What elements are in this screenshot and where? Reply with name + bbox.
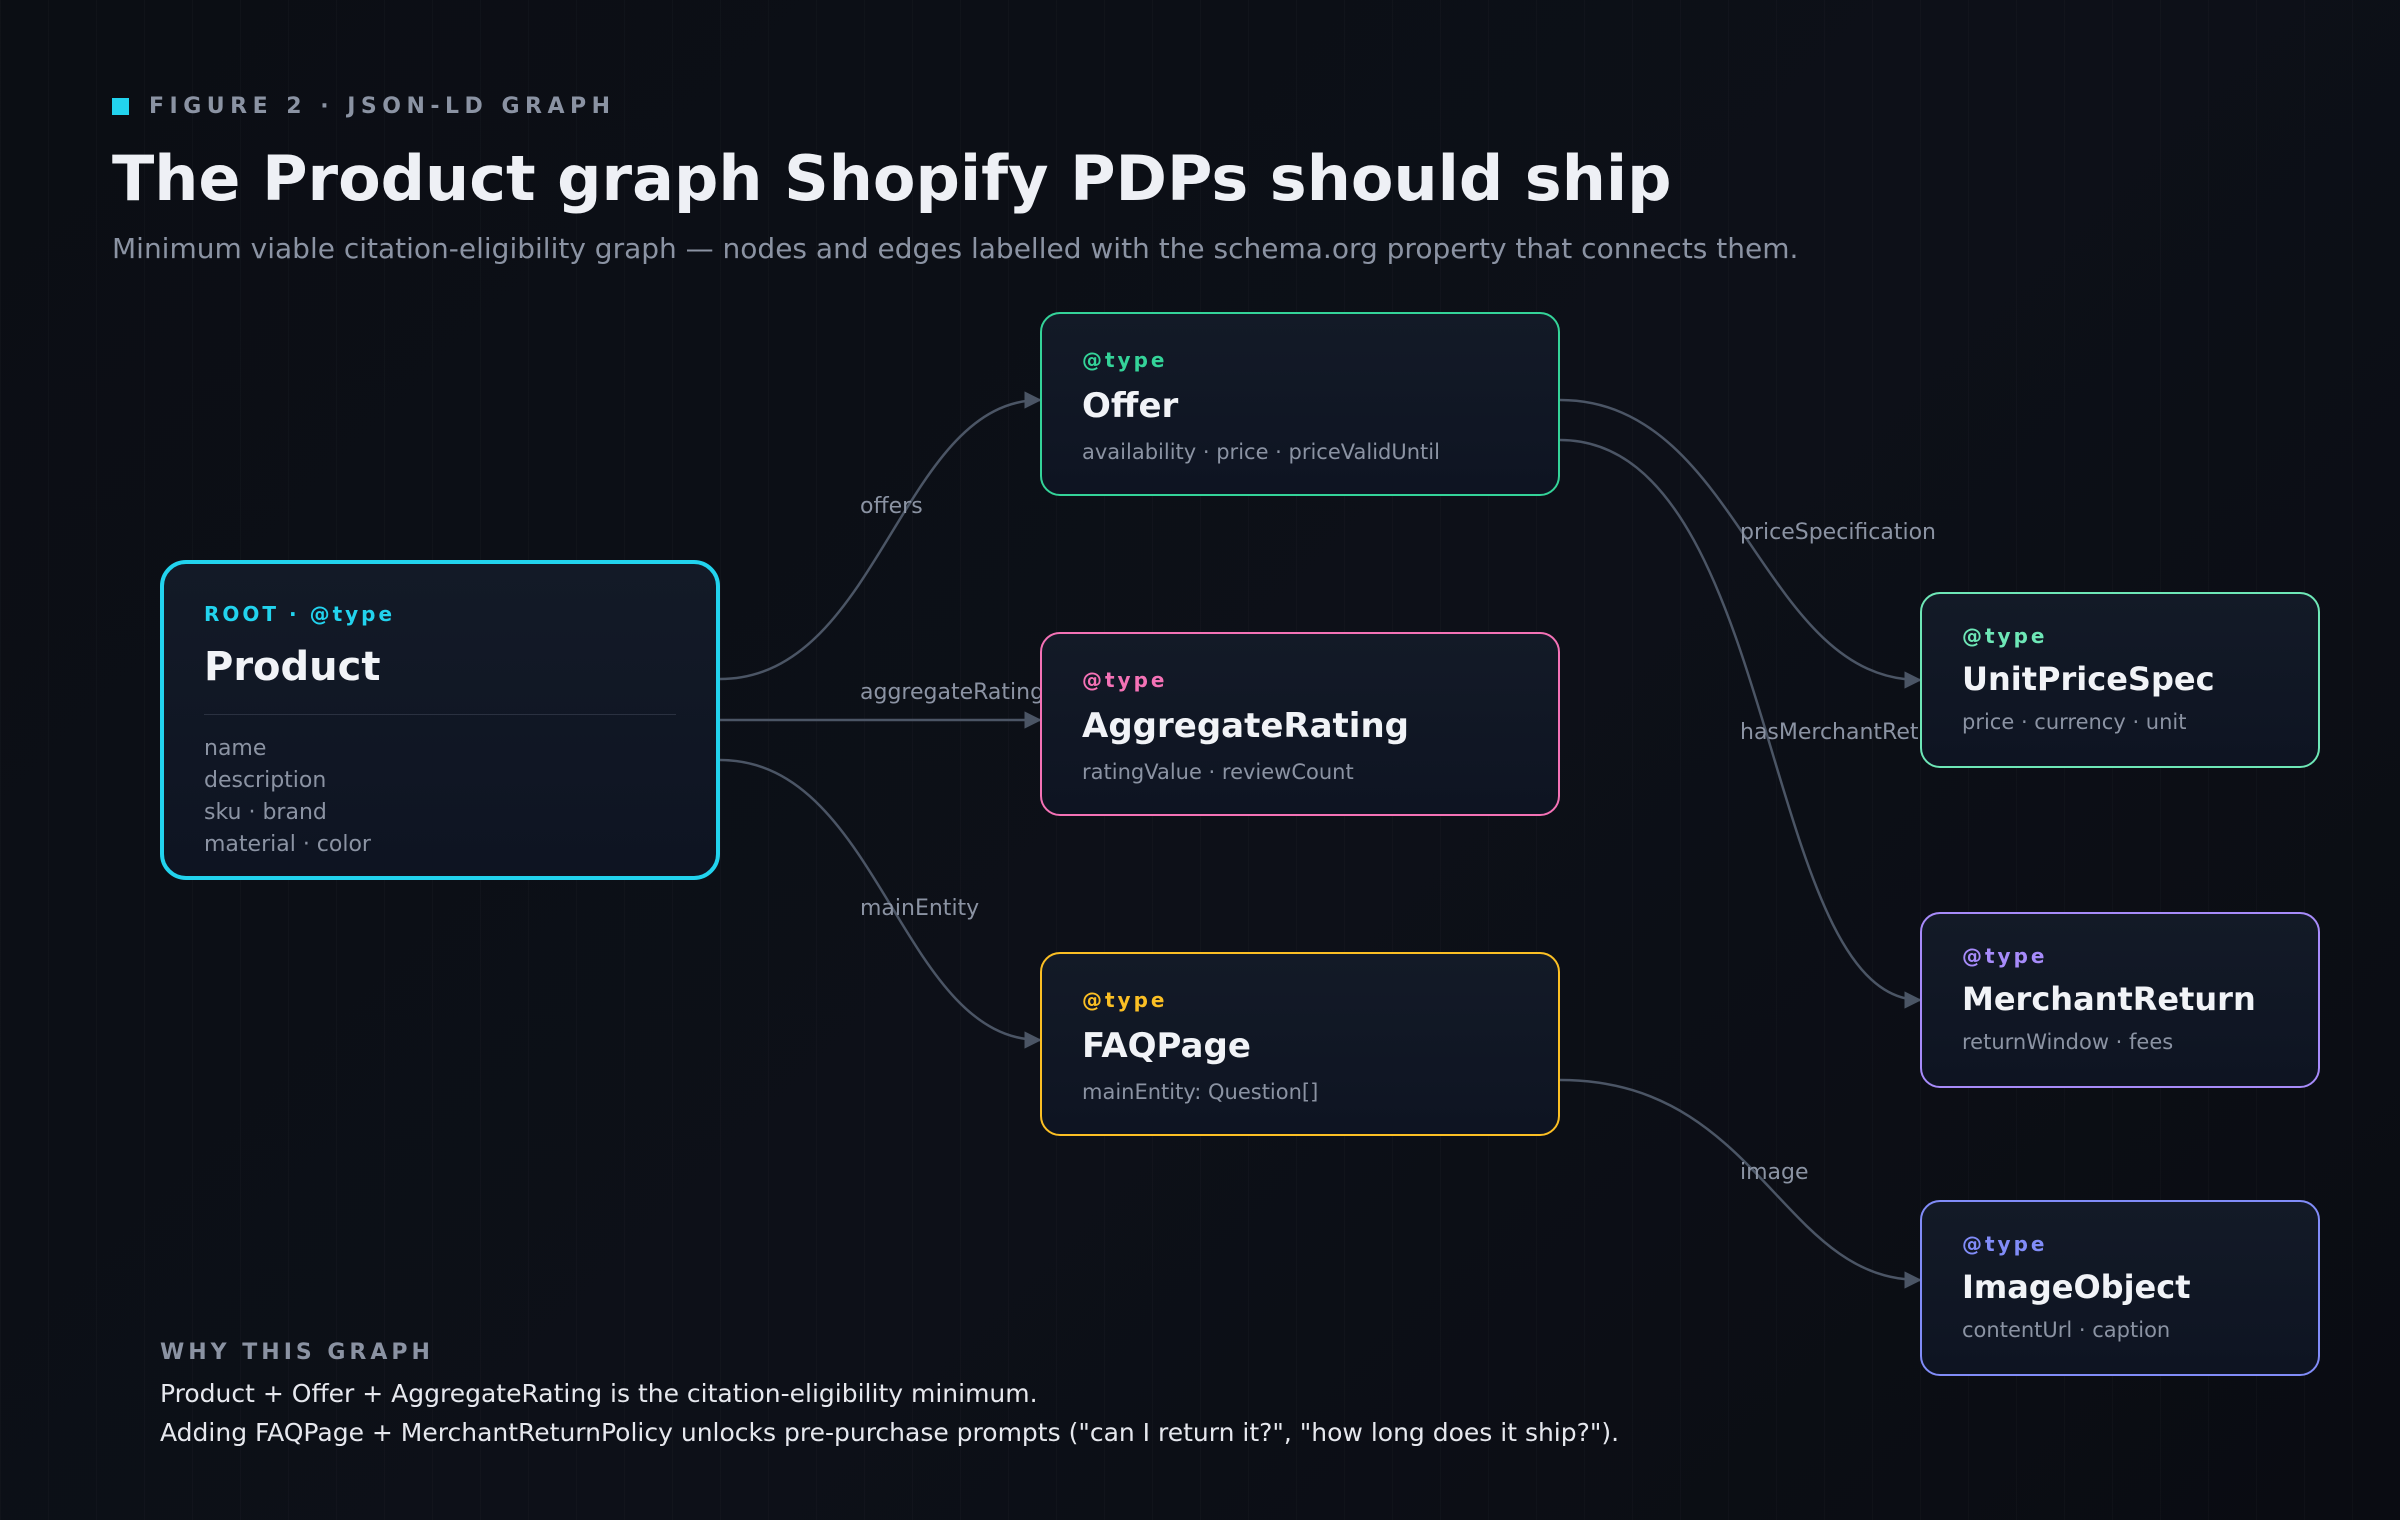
node-product-prop: sku · brand: [204, 800, 327, 825]
node-merchant-return-props: returnWindow · fees: [1962, 1030, 2174, 1054]
accent-square-icon: [112, 97, 129, 115]
node-image-object-type: @type: [1962, 1232, 2048, 1256]
page-subtitle: Minimum viable citation-eligibility grap…: [112, 232, 1799, 265]
node-aggregate-rating-props: ratingValue · reviewCount: [1082, 760, 1354, 784]
eyebrow-text: FIGURE 2 · JSON-LD GRAPH: [149, 93, 616, 119]
edge-label-aggregate-rating: aggregateRating: [860, 680, 1045, 705]
edge-label-has-merchant-return: hasMerchantRet: [1740, 720, 1919, 745]
edge-label-price-specification: priceSpecification: [1740, 520, 1937, 545]
edge-label-offers: offers: [860, 494, 923, 519]
edge-offers: [719, 391, 1042, 681]
node-product-name: Product: [204, 644, 381, 690]
edge-price-specification: [1559, 398, 1922, 689]
node-product-divider: [204, 714, 676, 715]
page-title: The Product graph Shopify PDPs should sh…: [112, 142, 1672, 215]
node-aggregate-rating[interactable]: @type AggregateRating ratingValue · revi…: [1040, 632, 1560, 816]
node-aggregate-rating-type: @type: [1082, 668, 1168, 692]
node-unit-price-spec-type: @type: [1962, 624, 2048, 648]
node-faq-page-props: mainEntity: Question[]: [1082, 1080, 1319, 1104]
node-merchant-return-name: MerchantReturn: [1962, 980, 2256, 1018]
node-product[interactable]: ROOT · @type Product name description sk…: [160, 560, 720, 880]
figure-eyebrow: FIGURE 2 · JSON-LD GRAPH: [112, 92, 616, 120]
node-product-prop: description: [204, 768, 327, 793]
node-merchant-return-type: @type: [1962, 944, 2048, 968]
node-faq-page[interactable]: @type FAQPage mainEntity: Question[]: [1040, 952, 1560, 1136]
node-offer[interactable]: @type Offer availability · price · price…: [1040, 312, 1560, 496]
node-unit-price-spec[interactable]: @type UnitPriceSpec price · currency · u…: [1920, 592, 2320, 768]
why-heading: WHY THIS GRAPH: [160, 1340, 434, 1365]
node-faq-page-type: @type: [1082, 988, 1168, 1012]
node-merchant-return[interactable]: @type MerchantReturn returnWindow · fees: [1920, 912, 2320, 1088]
why-line-1: Product + Offer + AggregateRating is the…: [160, 1379, 1038, 1408]
node-product-props: name description sku · brand material · …: [204, 733, 676, 861]
node-image-object-props: contentUrl · caption: [1962, 1318, 2171, 1342]
node-offer-type: @type: [1082, 348, 1168, 372]
why-this-graph-note: WHY THIS GRAPH Product + Offer + Aggrega…: [160, 1340, 1619, 1447]
why-line-2: Adding FAQPage + MerchantReturnPolicy un…: [160, 1418, 1620, 1447]
edge-main-entity: [719, 758, 1042, 1049]
node-aggregate-rating-name: AggregateRating: [1082, 706, 1409, 746]
node-faq-page-name: FAQPage: [1082, 1026, 1251, 1066]
node-product-prop: material · color: [204, 832, 371, 857]
node-unit-price-spec-name: UnitPriceSpec: [1962, 660, 2215, 698]
node-unit-price-spec-props: price · currency · unit: [1962, 710, 2187, 734]
node-product-prop: name: [204, 736, 267, 761]
node-offer-props: availability · price · priceValidUntil: [1082, 440, 1440, 464]
edge-has-merchant-return: [1559, 438, 1922, 1009]
node-image-object[interactable]: @type ImageObject contentUrl · caption: [1920, 1200, 2320, 1376]
node-product-type: ROOT · @type: [204, 602, 396, 626]
node-offer-name: Offer: [1082, 386, 1179, 426]
node-image-object-name: ImageObject: [1962, 1268, 2191, 1306]
edge-label-main-entity: mainEntity: [860, 896, 980, 921]
edge-label-image: image: [1740, 1160, 1809, 1185]
edge-image: [1559, 1078, 1922, 1289]
